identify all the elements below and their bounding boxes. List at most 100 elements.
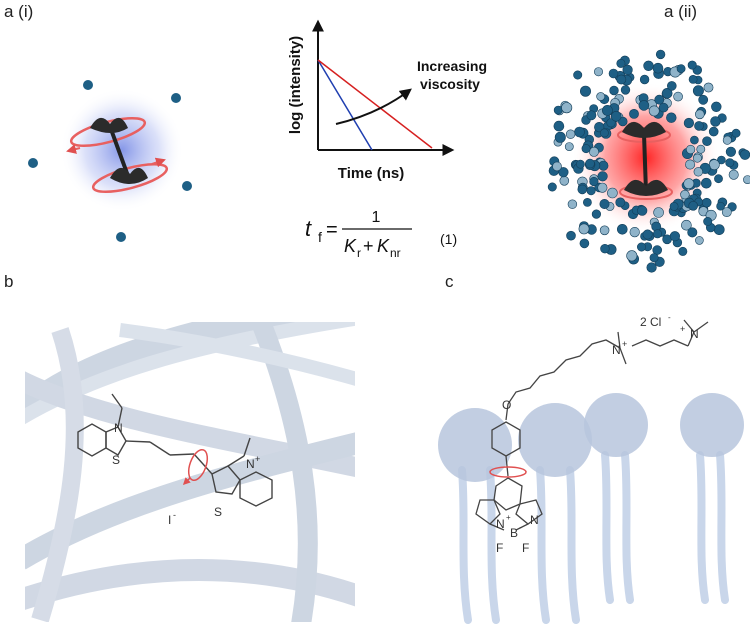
- solvent-particle: [703, 82, 714, 93]
- eq-equals: =: [326, 219, 338, 241]
- rotor-wing-top: [622, 121, 666, 138]
- solvent-particle: [618, 116, 628, 127]
- rotor-wing-top: [90, 117, 128, 133]
- solvent-particle: [565, 129, 576, 139]
- bodipy-molecule: [475, 319, 709, 531]
- solvent-particle: [701, 197, 712, 208]
- solvent-particle: [683, 117, 695, 129]
- tht-molecule: [77, 393, 273, 507]
- solvent-particle: [588, 146, 599, 157]
- solvent-particle: [597, 182, 608, 193]
- solvent-particle: [620, 85, 631, 95]
- panel-a-ii-rotor: [547, 49, 750, 273]
- solvent-particle: [700, 177, 712, 189]
- panel-b-fibrils: N S S N + I -: [25, 322, 355, 622]
- atom-n2-charge: +: [255, 454, 260, 464]
- solvent-particle: [616, 224, 628, 235]
- solvent-particle: [610, 111, 622, 122]
- atom-n-left-charge: +: [506, 513, 511, 522]
- solvent-particle: [673, 91, 683, 102]
- solvent-particle: [713, 224, 725, 235]
- solvent-particle: [566, 230, 576, 241]
- solvent-particle: [693, 167, 703, 177]
- solvent-particle: [553, 120, 565, 132]
- lifetime-equation: t f = 1 K r + K nr (1): [305, 209, 457, 260]
- solvent-particle: [607, 187, 618, 199]
- solvent-particle: [552, 161, 562, 172]
- atom-plus-2: +: [680, 324, 685, 334]
- solvent-particle: [561, 102, 573, 114]
- solvent-particle: [669, 201, 679, 211]
- panel-c-membrane: O N + N + 2 Cl - N + N B - F F: [438, 313, 744, 624]
- fiber: [119, 323, 355, 386]
- lipid-head: [518, 403, 592, 477]
- solvent-particle: [690, 135, 699, 145]
- rotation-ring: [187, 448, 209, 482]
- lipid-tails: [458, 451, 729, 624]
- solvent-particle: [702, 136, 712, 146]
- panel-label-a-i: a (i): [4, 2, 34, 21]
- solvent-particle: [639, 74, 650, 85]
- rotation-ring: [489, 466, 527, 478]
- annotation-line-2: viscosity: [420, 76, 480, 92]
- solvent-particle: [696, 144, 706, 154]
- solvent-particle: [591, 209, 602, 219]
- solvent-particle: [687, 60, 697, 70]
- atom-n-left: N: [496, 517, 505, 531]
- blue-glow: [60, 88, 184, 212]
- counterion-chloride: 2 Cl: [640, 315, 661, 329]
- solvent-particle: [622, 64, 633, 75]
- solvent-particle: [658, 102, 669, 113]
- atom-n-plus-1: N: [612, 343, 621, 357]
- eq-k2: K: [377, 236, 390, 256]
- solvent-particle: [688, 75, 698, 84]
- solvent-particle: [685, 159, 696, 170]
- fiber: [25, 559, 355, 610]
- atom-n-plus-2: N: [690, 327, 699, 341]
- solvent-particle: [711, 101, 722, 113]
- solvent-particle: [725, 158, 735, 168]
- solvent-particle: [683, 178, 695, 190]
- solvent-particle: [716, 201, 725, 211]
- solvent-particle: [703, 217, 713, 227]
- atom-f1: F: [496, 541, 503, 555]
- atom-n1: N: [114, 421, 123, 435]
- solvent-particle: [182, 181, 192, 191]
- solvent-particle: [676, 64, 686, 74]
- solvent-particle: [577, 184, 588, 195]
- fast-decay-line: [317, 59, 373, 151]
- solvent-particle: [721, 207, 732, 217]
- solvent-particle: [586, 186, 596, 196]
- solvent-particle: [616, 58, 626, 68]
- solvent-particle: [547, 182, 557, 192]
- solvent-particle: [615, 197, 626, 208]
- atom-plus-1: +: [622, 339, 627, 349]
- solvent-particle: [731, 128, 741, 138]
- panel-a-i-rotor: [28, 80, 192, 242]
- solvent-particle: [638, 100, 650, 111]
- slow-decay-line: [317, 59, 433, 149]
- eq-k2-sub: nr: [390, 246, 401, 260]
- solvent-particle: [646, 262, 657, 273]
- solvent-particle: [626, 250, 638, 262]
- solvent-particle: [629, 109, 639, 119]
- solvent-particle: [83, 80, 93, 90]
- panel-label-b: b: [4, 272, 14, 291]
- solvent-particle: [687, 227, 698, 238]
- viscosity-arrow: [335, 88, 412, 125]
- atom-b-charge: -: [519, 523, 522, 532]
- decay-plot: log (intensity) Time (ns) Increasing vis…: [287, 19, 487, 182]
- x-axis-label: Time (ns): [338, 165, 404, 182]
- atom-o: O: [502, 398, 511, 412]
- atom-b: B: [510, 526, 518, 540]
- atom-n2: N: [246, 457, 255, 471]
- solvent-particle: [694, 121, 704, 131]
- solvent-particle: [708, 126, 719, 137]
- solvent-particle: [596, 92, 606, 101]
- solvent-particle: [643, 60, 654, 72]
- eq-number: (1): [440, 231, 457, 247]
- rotor-wing-bottom: [110, 167, 148, 184]
- counterion-charge: -: [173, 510, 176, 520]
- rotation-ring-bottom: [91, 162, 169, 194]
- solvent-particle: [600, 244, 610, 254]
